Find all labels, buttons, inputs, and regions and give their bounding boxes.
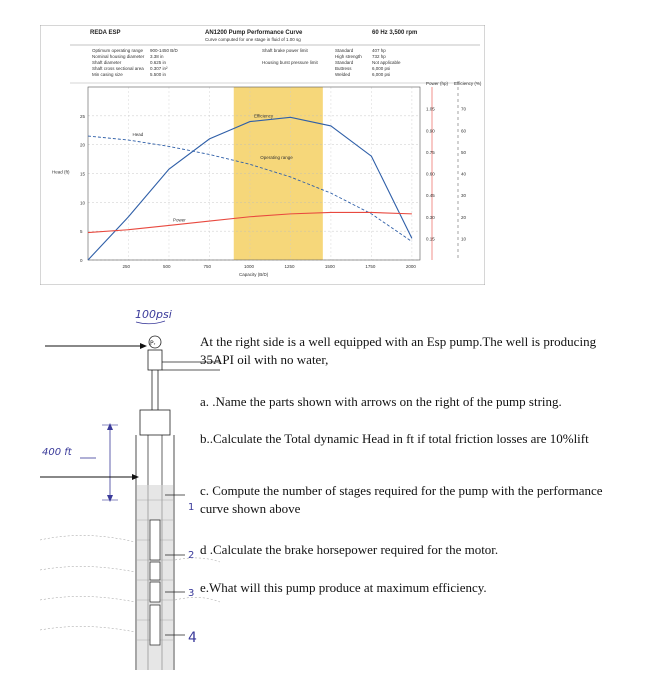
power-tick-label: 1.05: [426, 107, 435, 112]
info-right-label: Welded: [335, 72, 351, 77]
info-left-value: 3.38 in: [150, 54, 164, 59]
wellhead: [147, 349, 163, 371]
arrow-number-1: 1: [188, 502, 194, 513]
left-tick-label: 25: [80, 114, 86, 119]
question-intro: At the right side is a well equipped wit…: [200, 334, 597, 367]
info-right-value: 407 hp: [372, 48, 386, 53]
chart-subtitle: Curve computed for one stage in fluid of…: [205, 37, 301, 42]
series-head-line: [87, 135, 413, 242]
x-tick-label: 500: [163, 264, 171, 269]
chart-title: AN1200 Pump Performance Curve: [205, 30, 303, 36]
power-tick-label: 0.60: [426, 172, 435, 177]
x-tick-label: 2000: [406, 264, 417, 269]
wellbore-sketch: 100psi Pᵣ: [39, 300, 221, 680]
power-axis-title: Power (hp): [426, 81, 449, 86]
plot-area: Operating range 0 5 10 15 20 25 250 500 750 1000 12…: [52, 81, 482, 277]
efficiency-axis-title: Efficiency (%): [454, 81, 482, 86]
info-left-label: Nominal housing diameter: [92, 54, 145, 59]
info-left-label: Optimum operating range: [92, 48, 144, 53]
info-right-label: Buttress: [335, 66, 352, 71]
question-c: c. Compute the number of stages required…: [200, 483, 603, 516]
question-b: b..Calculate the Total dynamic Head in f…: [200, 431, 589, 446]
x-tick-label: 1750: [365, 264, 376, 269]
depth-arrow-down: [107, 495, 113, 502]
depth-annotation: 400 ft: [42, 447, 73, 458]
power-tick-label: 0.45: [426, 193, 435, 198]
info-mid-label: Shaft brake power limit: [262, 48, 309, 53]
left-tick-label: 20: [80, 143, 86, 148]
protector: [149, 581, 161, 603]
chart-speed: 60 Hz 3,500 rpm: [372, 30, 417, 36]
wellhead-arrow-head: [140, 343, 147, 349]
pump-body: [149, 519, 161, 561]
info-table: Optimum operating range 900-1450 B/D Nomin…: [70, 48, 480, 84]
series-efficiency-line: [87, 116, 413, 261]
series-power-label: Power: [173, 217, 186, 222]
x-axis-label: Capacity (B/D): [239, 272, 269, 277]
left-axis-title: Head (ft): [52, 170, 70, 175]
info-right-label: Standard: [335, 48, 354, 53]
series-power-line: [87, 211, 412, 234]
power-tick-label: 0.90: [426, 128, 435, 133]
x-tick-label: 250: [122, 264, 130, 269]
pressure-annotation: 100psi: [135, 308, 172, 321]
efficiency-tick-label: 50: [461, 150, 467, 155]
info-left-value: 5.500 in: [150, 72, 167, 77]
x-tick-label: 750: [203, 264, 211, 269]
info-right-value: 6,000 psi: [372, 72, 390, 77]
motor: [149, 604, 161, 646]
pressure-gauge-icon: [148, 335, 162, 349]
pressure-underline: [135, 320, 166, 325]
arrow-number-3: 3: [188, 588, 194, 599]
arrow-number-4: 4: [188, 630, 197, 646]
depth-arrow-up: [107, 423, 113, 430]
info-left-label: Min casing size: [92, 72, 123, 77]
power-tick-label: 0.75: [426, 150, 435, 155]
info-left-label: Shaft diameter: [92, 60, 122, 65]
left-tick-label: 10: [80, 200, 86, 205]
efficiency-tick-label: 30: [461, 193, 467, 198]
chart-logo: REDA ESP: [90, 30, 120, 36]
chart-svg: REDA ESP AN1200 Pump Performance Curve C…: [40, 25, 485, 285]
power-tick-label: 0.30: [426, 215, 435, 220]
efficiency-tick-label: 60: [461, 128, 467, 133]
efficiency-tick-label: 10: [461, 236, 467, 241]
left-tick-label: 15: [80, 172, 86, 177]
x-tick-label: 1250: [284, 264, 295, 269]
intake-section: [149, 561, 161, 581]
info-left-value: 900-1450 B/D: [150, 48, 179, 53]
plot-frame: [87, 86, 421, 261]
operating-range-label: Operating range: [260, 155, 293, 160]
efficiency-tick-label: 70: [461, 107, 467, 112]
formation-lines: [39, 535, 221, 633]
x-tick-label: 1500: [325, 264, 336, 269]
info-left-value: 0.307 in²: [150, 66, 168, 71]
fluid-level-arrow-head: [132, 474, 139, 480]
pump-performance-chart: REDA ESP AN1200 Pump Performance Curve C…: [40, 25, 485, 285]
info-right-value: Not applicable: [372, 60, 401, 65]
question-d: d .Calculate the brake horsepower requir…: [200, 542, 499, 557]
info-mid-label: Housing burst pressure limit: [262, 60, 319, 65]
info-right-label: High strength: [335, 54, 362, 59]
info-left-label: Shaft cross sectional area: [92, 66, 144, 71]
info-right-value: 6,000 psi: [372, 66, 390, 71]
question-a: a. .Name the parts shown with arrows on …: [200, 394, 562, 409]
x-tick-label: 1000: [244, 264, 255, 269]
question-e: e.What will this pump produce at maximum…: [200, 580, 487, 595]
left-tick-label: 5: [80, 229, 83, 234]
gauge-label: Pᵣ: [150, 340, 156, 347]
wellbore-svg: 100psi Pᵣ: [39, 308, 221, 670]
left-tick-label: 0: [80, 258, 83, 263]
series-head-label: Head: [132, 132, 143, 137]
info-right-value: 732 hp: [372, 54, 386, 59]
part-arrows: [165, 494, 185, 636]
casing-head: [139, 409, 171, 436]
series-efficiency-label: Efficiency: [254, 114, 274, 119]
info-left-value: 0.625 in: [150, 60, 167, 65]
efficiency-tick-label: 40: [461, 172, 467, 177]
efficiency-tick-label: 20: [461, 215, 467, 220]
arrow-number-2: 2: [188, 550, 194, 561]
info-right-label: Standard: [335, 60, 354, 65]
power-tick-label: 0.15: [426, 236, 435, 241]
